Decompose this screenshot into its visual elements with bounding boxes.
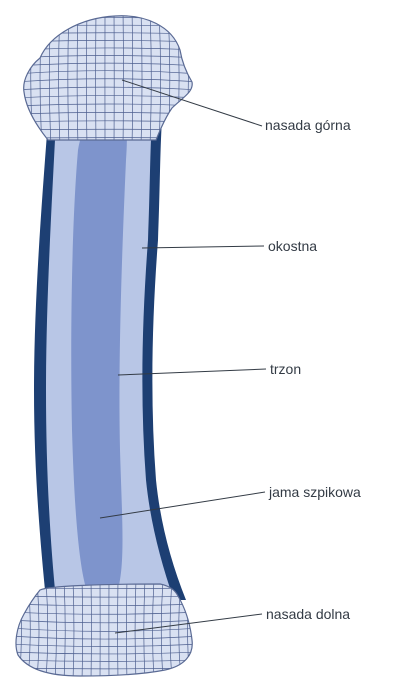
lower-epiphysis-shape: [10, 580, 200, 679]
marrow-cavity-shape: [71, 112, 127, 601]
upper-epiphysis-shape: [12, 10, 200, 145]
label-upper-epiphysis: nasada górna: [265, 117, 351, 133]
leader-line-periosteum: [142, 246, 264, 248]
label-shaft: trzon: [270, 361, 301, 377]
label-periosteum: okostna: [268, 238, 317, 254]
label-lower-epiphysis: nasada dolna: [266, 606, 350, 622]
label-marrow-cavity: jama szpikowa: [269, 484, 361, 500]
